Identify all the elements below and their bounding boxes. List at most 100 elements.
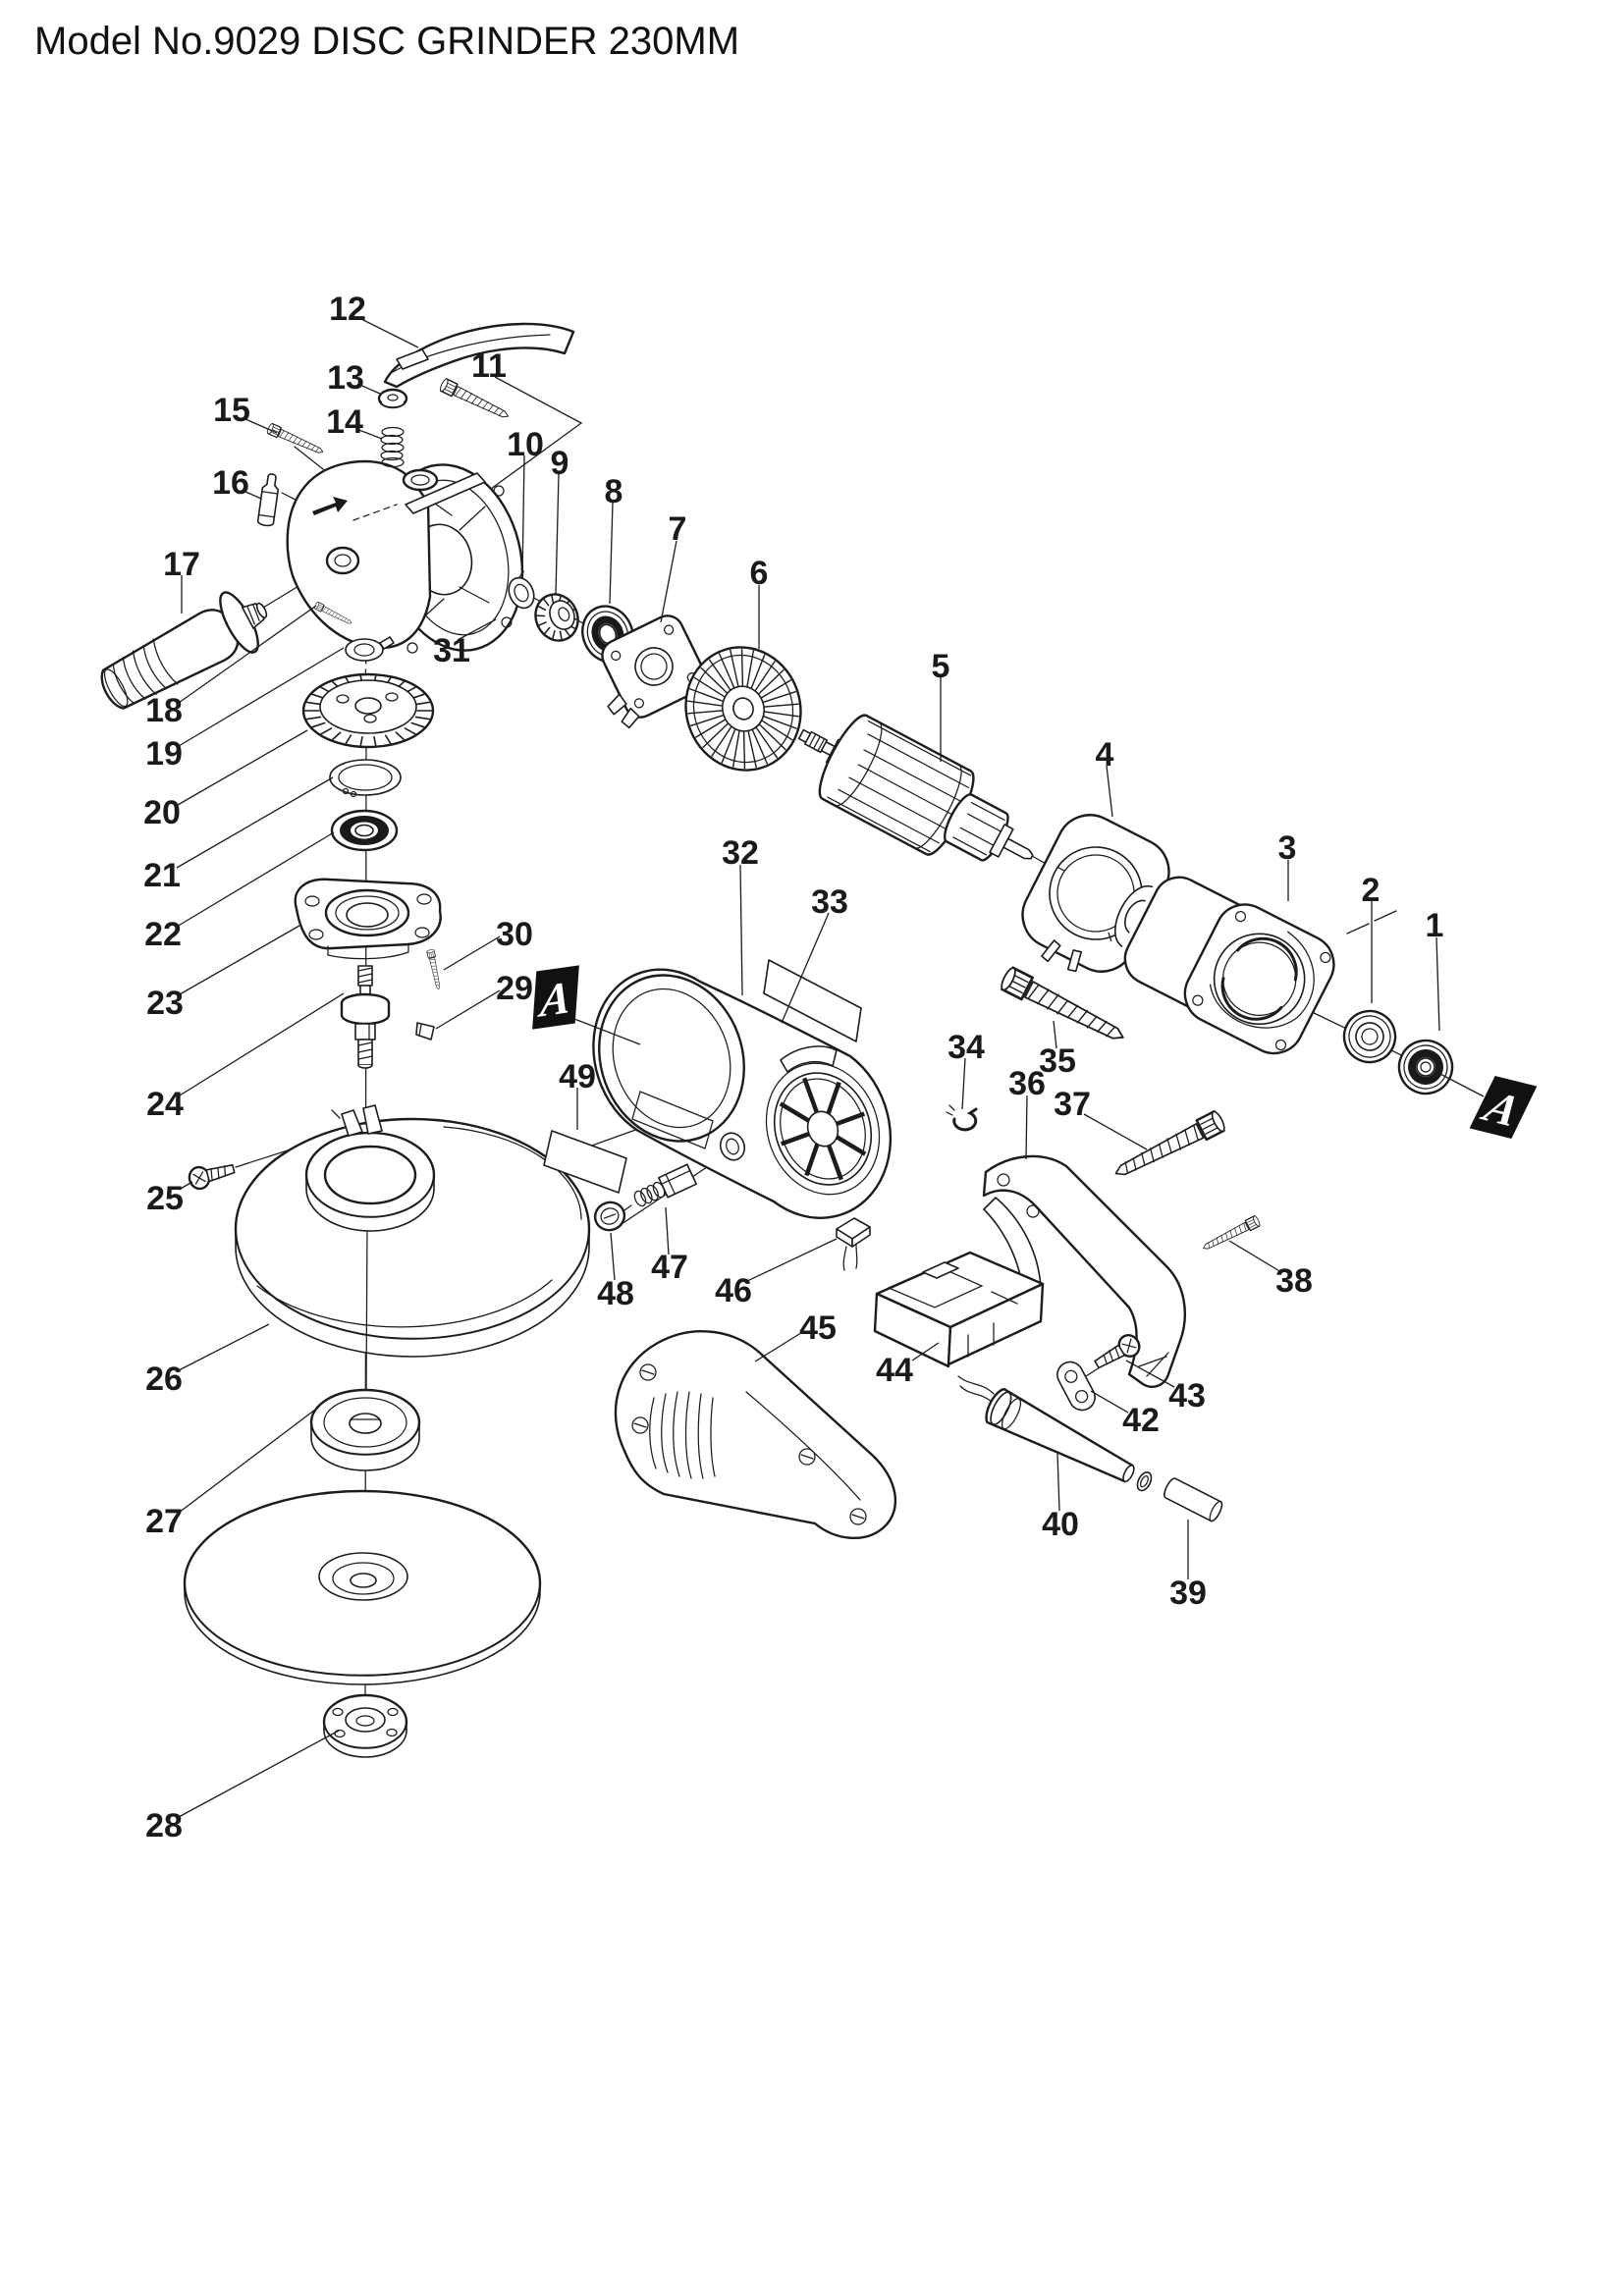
leader-lines bbox=[176, 317, 1440, 1818]
part-number-10: 10 bbox=[507, 426, 544, 463]
bevel-gear-large bbox=[301, 672, 435, 749]
part-number-15: 15 bbox=[213, 392, 250, 429]
leader-line-25 bbox=[178, 1181, 193, 1191]
label-recess bbox=[631, 1091, 714, 1149]
marker-leader bbox=[573, 1018, 641, 1045]
leader-line-28 bbox=[178, 1730, 340, 1818]
fan bbox=[684, 646, 802, 772]
hex-socket-bolt-15 bbox=[265, 422, 326, 458]
grinding-wheel bbox=[183, 1489, 542, 1685]
part-number-9: 9 bbox=[551, 445, 569, 482]
leader-line-1 bbox=[1435, 936, 1440, 1032]
part-number-5: 5 bbox=[932, 648, 950, 685]
gear-housing-cover bbox=[383, 322, 575, 389]
leader-line-29 bbox=[435, 989, 501, 1030]
cap bbox=[377, 388, 408, 409]
armature bbox=[797, 714, 1034, 862]
leader-line-27 bbox=[178, 1406, 320, 1514]
power-cord bbox=[957, 1375, 995, 1403]
leader-line-34 bbox=[961, 1057, 966, 1110]
leader-line-32 bbox=[739, 864, 743, 996]
leader-line-33 bbox=[781, 912, 830, 1024]
retaining-ring bbox=[329, 759, 402, 798]
part-number-24: 24 bbox=[146, 1086, 184, 1123]
leader-line-10 bbox=[521, 454, 525, 578]
leader-line-12 bbox=[358, 317, 419, 348]
part-number-47: 47 bbox=[651, 1249, 688, 1286]
part-number-29: 29 bbox=[496, 970, 533, 1007]
pin bbox=[256, 473, 280, 527]
page-title: Model No.9029 DISC GRINDER 230MM bbox=[34, 20, 739, 63]
leader-line-20 bbox=[177, 729, 308, 806]
sleeve-tube bbox=[1164, 1477, 1223, 1522]
side-handle bbox=[100, 591, 268, 710]
part-number-45: 45 bbox=[799, 1309, 837, 1347]
pan-head-screw-25 bbox=[188, 1164, 236, 1191]
caution-label bbox=[543, 1130, 627, 1194]
leader-line-37 bbox=[1083, 1113, 1148, 1150]
leader-line-44 bbox=[911, 1342, 940, 1362]
bevel-gear-small bbox=[534, 593, 579, 642]
direction-arrow-icon bbox=[312, 497, 348, 515]
brush-cover-clip bbox=[780, 1045, 838, 1073]
connection-marker-A: A bbox=[1469, 1076, 1538, 1139]
part-number-1: 1 bbox=[1426, 907, 1444, 944]
part-number-7: 7 bbox=[669, 510, 687, 548]
part-number-42: 42 bbox=[1122, 1402, 1160, 1439]
part-number-34: 34 bbox=[947, 1029, 985, 1066]
part-number-48: 48 bbox=[597, 1275, 634, 1312]
cord-clip bbox=[1056, 1361, 1096, 1412]
leader-line-46 bbox=[744, 1238, 838, 1283]
leader-line-42 bbox=[1090, 1390, 1129, 1414]
part-number-21: 21 bbox=[143, 857, 181, 894]
wheel-guard-assembly bbox=[234, 1104, 591, 1395]
leader-line-31 bbox=[457, 618, 497, 641]
part-number-labels: 1234567891011121314151617181920212223242… bbox=[143, 291, 1443, 1844]
part-number-8: 8 bbox=[605, 473, 623, 510]
inner-flange bbox=[309, 1388, 421, 1471]
leader-line-38 bbox=[1228, 1240, 1282, 1273]
lock-nut bbox=[322, 1693, 408, 1758]
leader-line-48 bbox=[610, 1232, 616, 1281]
part-number-6: 6 bbox=[750, 555, 769, 592]
leader-line-45 bbox=[754, 1330, 805, 1362]
leader-line-43 bbox=[1125, 1360, 1175, 1388]
ball-bearing-2 bbox=[1342, 1009, 1397, 1064]
brush-holder bbox=[623, 1163, 697, 1211]
leader-line-23 bbox=[179, 925, 300, 995]
part-number-18: 18 bbox=[145, 692, 183, 729]
leader-line-8 bbox=[609, 502, 614, 605]
leader-line-7 bbox=[660, 540, 677, 623]
carbon-brush bbox=[836, 1217, 871, 1271]
ball-bearing-22 bbox=[330, 809, 399, 852]
marker-leader bbox=[1434, 1070, 1485, 1097]
guard-clamp-ring bbox=[304, 1104, 436, 1232]
through-bolt-37 bbox=[1110, 1108, 1228, 1185]
leader-line-16 bbox=[243, 490, 262, 500]
leader-line-24 bbox=[179, 992, 345, 1096]
bolt-38 bbox=[1200, 1214, 1262, 1255]
part-number-14: 14 bbox=[326, 403, 363, 441]
part-number-49: 49 bbox=[559, 1058, 596, 1095]
part-number-46: 46 bbox=[715, 1272, 752, 1309]
motor-housing bbox=[592, 968, 893, 1219]
leader-line-11 bbox=[490, 376, 583, 490]
spring-clip bbox=[946, 1104, 978, 1132]
leader-line-4 bbox=[1106, 765, 1113, 818]
part-number-37: 37 bbox=[1054, 1086, 1091, 1123]
leader-line-15 bbox=[244, 418, 278, 434]
leader-line-9 bbox=[555, 473, 560, 595]
leader-line-30 bbox=[443, 935, 501, 971]
leader-line-14 bbox=[355, 428, 383, 440]
housing-rail bbox=[405, 472, 486, 514]
leader-line-13 bbox=[356, 383, 381, 395]
bearing-box bbox=[294, 878, 442, 960]
part-number-3: 3 bbox=[1278, 829, 1297, 867]
part-number-13: 13 bbox=[327, 359, 364, 397]
part-number-23: 23 bbox=[146, 985, 184, 1022]
name-plate bbox=[763, 959, 862, 1042]
spring bbox=[380, 426, 405, 468]
cover-screws bbox=[631, 1363, 867, 1525]
